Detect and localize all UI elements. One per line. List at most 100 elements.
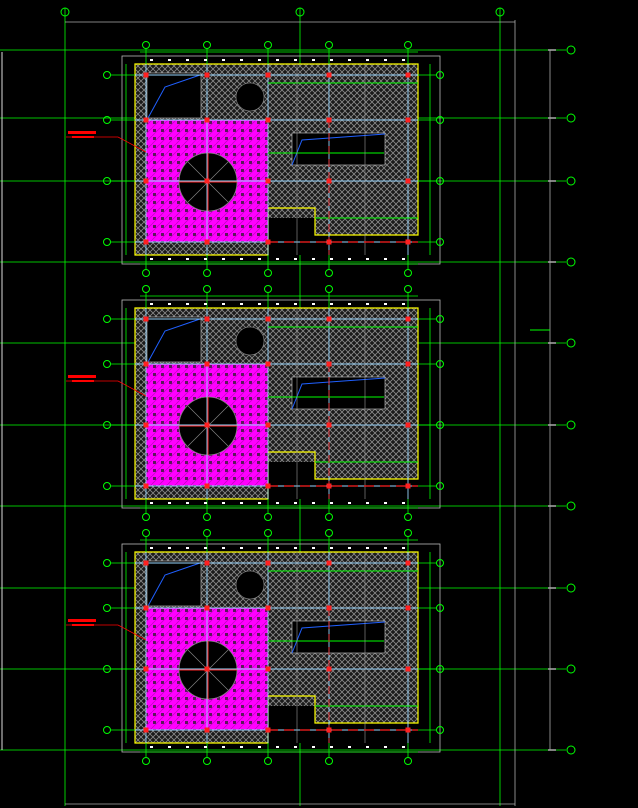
annotation-leader	[66, 136, 147, 153]
dim-text	[276, 258, 279, 260]
column-marker	[326, 666, 332, 672]
column-marker	[143, 605, 149, 611]
dim-text	[150, 746, 153, 748]
dim-text	[330, 258, 333, 260]
grid-bubble	[142, 269, 150, 277]
dim-text	[258, 59, 261, 61]
column-marker	[265, 117, 271, 123]
column-marker	[204, 560, 210, 566]
dim-text	[348, 547, 351, 549]
column-marker	[405, 239, 411, 245]
dim-text	[294, 258, 297, 260]
dim-text	[294, 746, 297, 748]
column-marker	[405, 560, 411, 566]
dim-text	[312, 303, 315, 305]
dim-text	[204, 303, 207, 305]
grid-bubble	[566, 583, 576, 593]
grid-bubble	[566, 257, 576, 267]
grid-bubble	[404, 513, 412, 521]
dim-text	[258, 502, 261, 504]
grid-bubble	[566, 501, 576, 511]
dim-text	[330, 59, 333, 61]
dim-text	[204, 502, 207, 504]
column-marker	[326, 727, 332, 733]
annotation-leader	[66, 624, 147, 641]
floor-plan-2	[66, 285, 444, 521]
dim-text	[222, 258, 225, 260]
dim-text	[348, 502, 351, 504]
dim-text	[258, 303, 261, 305]
column-marker	[265, 316, 271, 322]
column-marker	[405, 316, 411, 322]
room-void	[146, 560, 202, 607]
dim-text	[330, 746, 333, 748]
grid-bubble	[103, 421, 111, 429]
dim-text	[222, 502, 225, 504]
dim-text	[222, 303, 225, 305]
dim-text	[384, 258, 387, 260]
stair-line	[291, 621, 386, 654]
dim-text	[312, 258, 315, 260]
dim-text	[240, 746, 243, 748]
floor-slab-hatch	[315, 696, 418, 723]
column-marker	[204, 666, 210, 672]
room-void	[291, 620, 386, 654]
dim-text	[366, 303, 369, 305]
dim-text	[150, 502, 153, 504]
dim-text	[276, 746, 279, 748]
grid-bubble	[103, 116, 111, 124]
grid-bubble	[103, 559, 111, 567]
column-marker	[265, 560, 271, 566]
dim-text	[150, 303, 153, 305]
grid-bubble	[103, 71, 111, 79]
column-marker	[143, 72, 149, 78]
grid-bubble	[495, 7, 505, 17]
dim-text	[402, 746, 405, 748]
grid-bubble	[404, 285, 412, 293]
grid-bubble	[142, 529, 150, 537]
dim-text	[240, 502, 243, 504]
dim-text	[348, 258, 351, 260]
stair-line	[291, 133, 386, 166]
dim-text	[402, 547, 405, 549]
grid-bubble	[103, 177, 111, 185]
plans	[66, 41, 444, 765]
grid-bubble	[264, 269, 272, 277]
grid-bubble	[142, 513, 150, 521]
dim-text	[330, 547, 333, 549]
column-marker	[326, 605, 332, 611]
column-marker	[143, 727, 149, 733]
column-marker	[265, 361, 271, 367]
column-marker	[326, 560, 332, 566]
column-marker	[326, 239, 332, 245]
grid-bubble	[436, 665, 444, 673]
grid-bubble	[295, 7, 305, 17]
grid-bubble	[325, 513, 333, 521]
dim-text	[222, 746, 225, 748]
annotation-text	[68, 619, 96, 622]
dim-text	[168, 303, 171, 305]
dim-text	[384, 547, 387, 549]
dim-text	[204, 746, 207, 748]
dim-text	[240, 258, 243, 260]
column-marker	[326, 483, 332, 489]
grid-bubble	[203, 41, 211, 49]
dim-text	[240, 303, 243, 305]
dim-text	[186, 258, 189, 260]
grid-bubble	[566, 745, 576, 755]
column-marker	[326, 422, 332, 428]
column-marker	[204, 117, 210, 123]
grid-bubble	[264, 529, 272, 537]
dim-text	[276, 303, 279, 305]
dim-text	[366, 59, 369, 61]
dim-text	[240, 547, 243, 549]
grid-bubble	[60, 7, 70, 17]
column-marker	[204, 239, 210, 245]
column-marker	[265, 727, 271, 733]
dim-text	[186, 746, 189, 748]
grid-bubble	[264, 285, 272, 293]
dim-text	[258, 746, 261, 748]
stair-line	[147, 562, 201, 607]
room-void	[146, 72, 202, 119]
column-marker	[265, 483, 271, 489]
